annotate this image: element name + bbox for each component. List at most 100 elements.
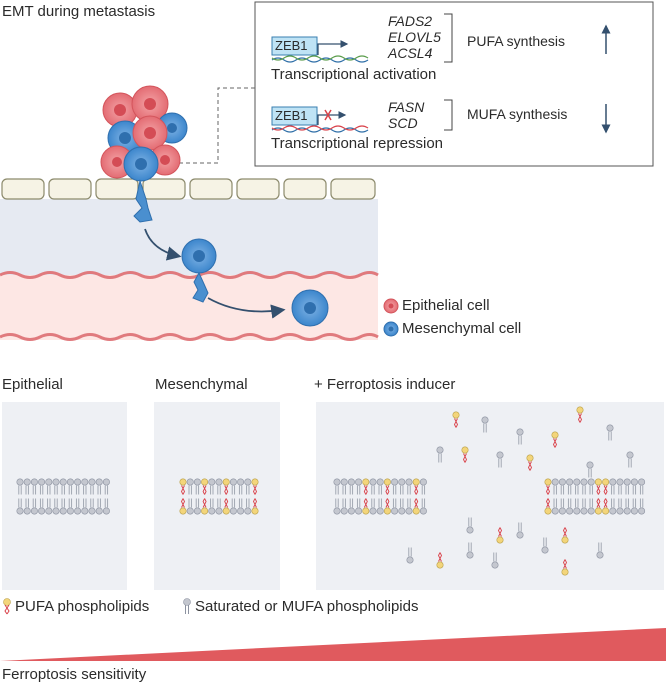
saturated-lipid xyxy=(215,498,223,515)
saturated-lipid xyxy=(52,478,60,495)
sensitivity-wedge xyxy=(0,628,666,661)
saturated-lipid xyxy=(626,451,634,468)
saturated-lipid xyxy=(566,498,574,515)
ferroptosis-panel-title: + Ferroptosis inducer xyxy=(314,376,456,393)
saturated-lipid xyxy=(623,498,631,515)
saturated-lipid xyxy=(186,498,194,515)
pufa-lipid xyxy=(602,478,610,495)
membrane-bilayers xyxy=(16,406,646,576)
pufa-lipid xyxy=(362,478,370,495)
epithelial-cell-legend: Epithelial cell xyxy=(402,297,490,314)
pufa-lipid xyxy=(452,411,460,428)
gene-fasn: FASN xyxy=(388,99,425,115)
saturated-lipid-icon xyxy=(183,598,191,614)
ferroptosis-panel xyxy=(316,402,664,590)
saturated-lipid xyxy=(102,478,110,495)
invading-cell xyxy=(133,179,153,223)
gene-elovl5: ELOVL5 xyxy=(388,29,441,45)
gene-fads2: FADS2 xyxy=(388,13,433,29)
pufa-lipid xyxy=(383,498,391,515)
pufa-lipid xyxy=(544,498,552,515)
saturated-lipid xyxy=(516,522,524,539)
saturated-lipid xyxy=(237,498,245,515)
saturated-lipid xyxy=(596,542,604,559)
saturated-lipid xyxy=(558,498,566,515)
saturated-lipid xyxy=(541,537,549,554)
pufa-lipid xyxy=(201,478,209,495)
saturated-lipid xyxy=(606,424,614,441)
saturated-lipid xyxy=(237,478,245,495)
gene-scd: SCD xyxy=(388,115,418,131)
saturated-lipid xyxy=(102,498,110,515)
saturated-lipid xyxy=(616,478,624,495)
saturated-lipid xyxy=(16,478,24,495)
saturated-lipid xyxy=(23,498,31,515)
saturated-lipid xyxy=(208,478,216,495)
saturated-lipid xyxy=(229,498,237,515)
saturated-lipid xyxy=(215,478,223,495)
zeb1-repression-label: ZEB1 xyxy=(275,108,308,123)
mesenchymal-panel-title: Mesenchymal xyxy=(155,376,248,393)
saturated-lipid xyxy=(81,478,89,495)
saturated-lipid xyxy=(229,478,237,495)
saturated-lipid xyxy=(369,478,377,495)
pufa-lipid xyxy=(412,498,420,515)
saturated-lipid xyxy=(347,498,355,515)
saturated-legend-label: Saturated or MUFA phospholipids xyxy=(195,598,419,615)
saturated-lipid xyxy=(208,498,216,515)
saturated-lipid xyxy=(16,498,24,515)
saturated-lipid xyxy=(355,498,363,515)
saturated-lipid xyxy=(391,478,399,495)
pufa-legend-label: PUFA phospholipids xyxy=(15,598,150,615)
saturated-lipid xyxy=(638,498,646,515)
saturated-lipid xyxy=(551,498,559,515)
pufa-lipid xyxy=(222,478,230,495)
migration-arrow-2 xyxy=(207,297,286,319)
saturated-lipid xyxy=(398,498,406,515)
pufa-lipid xyxy=(179,498,187,515)
saturated-lipid xyxy=(491,552,499,569)
pufa-lipid xyxy=(594,478,602,495)
saturated-lipid xyxy=(419,478,427,495)
saturated-lipid xyxy=(609,498,617,515)
saturated-lipid xyxy=(436,446,444,463)
pufa-lipid xyxy=(251,478,259,495)
saturated-lipid xyxy=(609,478,617,495)
figure-title: EMT during metastasis xyxy=(2,3,156,20)
activation-dna-graphic xyxy=(271,36,369,63)
saturated-lipid xyxy=(355,478,363,495)
saturated-lipid xyxy=(30,498,38,515)
saturated-lipid xyxy=(95,478,103,495)
saturated-lipid xyxy=(587,498,595,515)
saturated-lipid xyxy=(587,478,595,495)
saturated-lipid xyxy=(616,498,624,515)
saturated-lipid xyxy=(623,478,631,495)
saturated-lipid xyxy=(630,478,638,495)
activation-label: Transcriptional activation xyxy=(271,66,437,83)
saturated-lipid xyxy=(244,478,252,495)
saturated-lipid xyxy=(466,517,474,534)
pufa-lipid-icon xyxy=(3,598,11,615)
pufa-synthesis-label: PUFA synthesis xyxy=(467,33,566,49)
saturated-lipid xyxy=(376,478,384,495)
saturated-lipid xyxy=(88,478,96,495)
pufa-lipid xyxy=(496,527,504,544)
saturated-lipid xyxy=(405,478,413,495)
saturated-lipid xyxy=(419,498,427,515)
migration-arrow-1 xyxy=(144,228,182,261)
epithelial-panel-title: Epithelial xyxy=(2,376,63,393)
dashed-connector xyxy=(172,87,255,164)
repression-label: Transcriptional repression xyxy=(271,135,444,152)
saturated-lipid xyxy=(66,498,74,515)
saturated-lipid xyxy=(566,478,574,495)
intravasating-cell xyxy=(192,271,209,303)
saturated-lipid xyxy=(405,498,413,515)
saturated-lipid xyxy=(81,498,89,515)
epithelial-layer xyxy=(1,178,376,200)
pufa-lipid xyxy=(201,498,209,515)
saturated-lipid xyxy=(481,416,489,433)
pufa-lipid xyxy=(561,527,569,544)
pufa-lipid xyxy=(412,478,420,495)
sensitivity-label: Ferroptosis sensitivity xyxy=(2,666,147,683)
